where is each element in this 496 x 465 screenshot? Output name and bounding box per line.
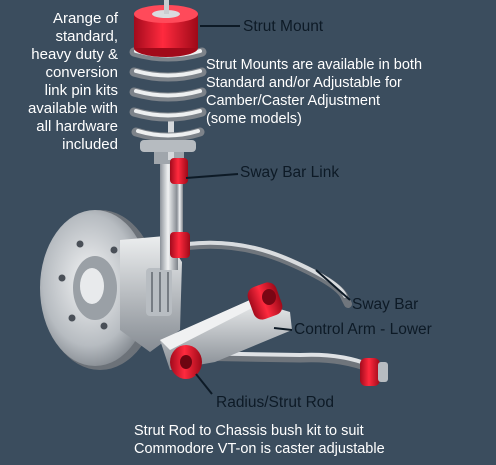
label-control-arm-lower: Control Arm - Lower [294,321,432,338]
leader-lines [185,25,351,395]
strut-rod-note: Strut Rod to Chassis bush kit to suit Co… [134,423,385,457]
coil-spring [129,47,207,152]
label-sway-bar-link: Sway Bar Link [240,164,340,181]
leader-sway-bar [315,269,351,301]
label-radius-strut-rod: Radius/Strut Rod [216,394,335,411]
strut-mount-note: Strut Mounts are available in both Stand… [206,57,423,127]
sway-link-upper-bush [170,158,188,184]
radius-strut-rod [181,351,388,386]
kit-availability-note: Arange of standard, heavy duty & convers… [27,10,118,153]
leader-control-arm [273,327,293,331]
strut-rod-bush [360,358,380,386]
label-strut-mount: Strut Mount [243,18,324,35]
strut-mount [134,0,198,57]
radius-rod-knuckle-bush [170,345,202,379]
sway-link-lower-bush [170,232,190,258]
leader-sway-bar-link [185,173,239,179]
leader-radius-rod [195,373,213,395]
sway-bar-link [170,158,190,258]
label-sway-bar: Sway Bar [352,296,419,313]
